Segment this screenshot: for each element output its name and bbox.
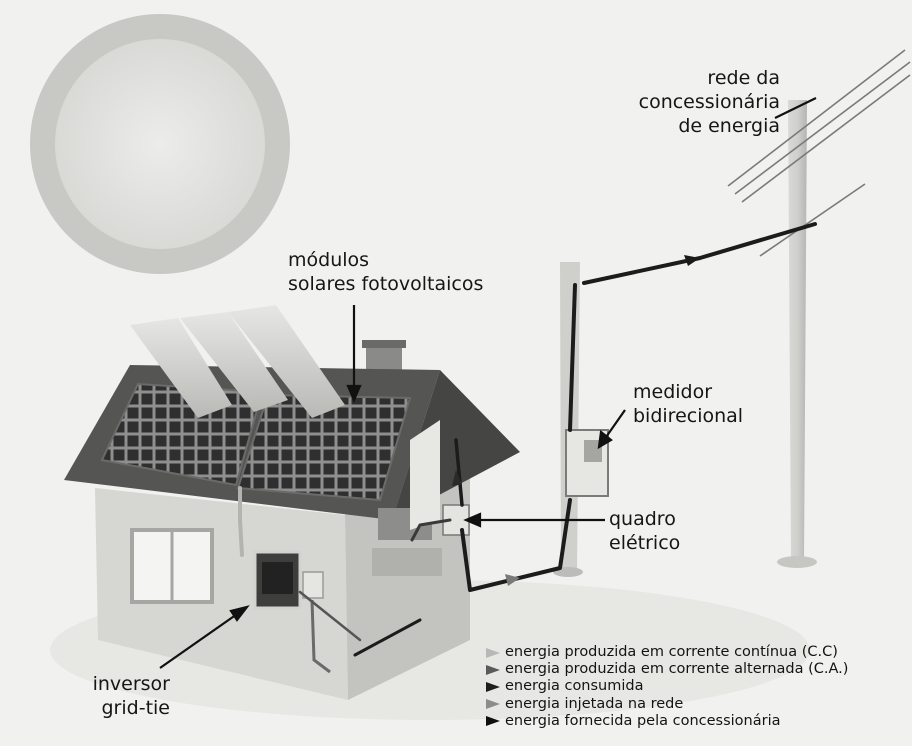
sun <box>30 14 290 274</box>
legend-text-ac: energia produzida em corrente alternada … <box>505 661 849 678</box>
utility-grid-label: rede da concessionária de energia <box>612 66 780 138</box>
legend-item-dc: energia produzida em corrente contínua (… <box>484 644 848 661</box>
power-lines <box>727 49 911 257</box>
meter-post <box>553 262 583 577</box>
legend-text-injected: energia injetada na rede <box>505 695 684 712</box>
inverter-label: inversor grid-tie <box>60 672 170 720</box>
utility-pole <box>727 49 911 568</box>
utility-grid-label-line-1: rede da <box>707 67 780 89</box>
legend-text-dc: energia produzida em corrente contínua (… <box>505 644 838 660</box>
leader-lines <box>159 97 817 669</box>
legend-item-supplied: energia fornecida pela concessionária <box>484 713 848 730</box>
electrical-panel-label-line-1: quadro <box>609 508 676 530</box>
legend-arrow-icon <box>486 647 500 658</box>
inverter-label-line-2: grid-tie <box>101 697 171 719</box>
utility-grid-label-line-3: de energia <box>678 115 780 137</box>
legend-arrow-ac <box>486 664 500 675</box>
legend-arrow-icon <box>486 664 500 675</box>
inverter-label-line-1: inversor <box>92 673 170 695</box>
bidirectional-meter-label-line-1: medidor <box>633 381 713 403</box>
cable-arrows <box>452 255 700 586</box>
legend-item-consumed: energia consumida <box>484 678 848 695</box>
legend-arrow-injected <box>486 699 500 710</box>
electrical-panel-label-line-2: elétrico <box>609 532 681 554</box>
house <box>64 340 520 700</box>
sun-rays <box>130 305 345 418</box>
bidirectional-meter-label-line-2: bidirecional <box>633 405 744 427</box>
utility-grid-label-line-2: concessionária <box>638 91 780 113</box>
legend-item-injected: energia injetada na rede <box>484 696 848 713</box>
legend-arrow-dc <box>486 647 500 658</box>
legend-arrow-icon <box>486 716 500 727</box>
solar-modules-label: módulos solares fotovoltaicos <box>288 248 483 296</box>
legend-text-supplied: energia fornecida pela concessionária <box>505 712 781 729</box>
electrical-panel-label: quadro elétrico <box>609 507 680 555</box>
bidirectional-meter-label: medidor bidirecional <box>633 380 743 428</box>
legend-item-ac: energia produzida em corrente alternada … <box>484 661 848 678</box>
legend-arrow-supplied <box>486 716 500 727</box>
legend-text-consumed: energia consumida <box>505 678 644 695</box>
legend-arrow-icon <box>486 699 500 710</box>
legend: energia produzida em corrente contínua (… <box>484 644 848 730</box>
solar-modules-label-line-1: módulos <box>288 249 370 271</box>
legend-arrow-icon <box>486 682 500 692</box>
solar-panels <box>100 382 412 502</box>
legend-arrow-consumed <box>486 682 500 692</box>
solar-modules-label-line-2: solares fotovoltaicos <box>288 273 484 295</box>
